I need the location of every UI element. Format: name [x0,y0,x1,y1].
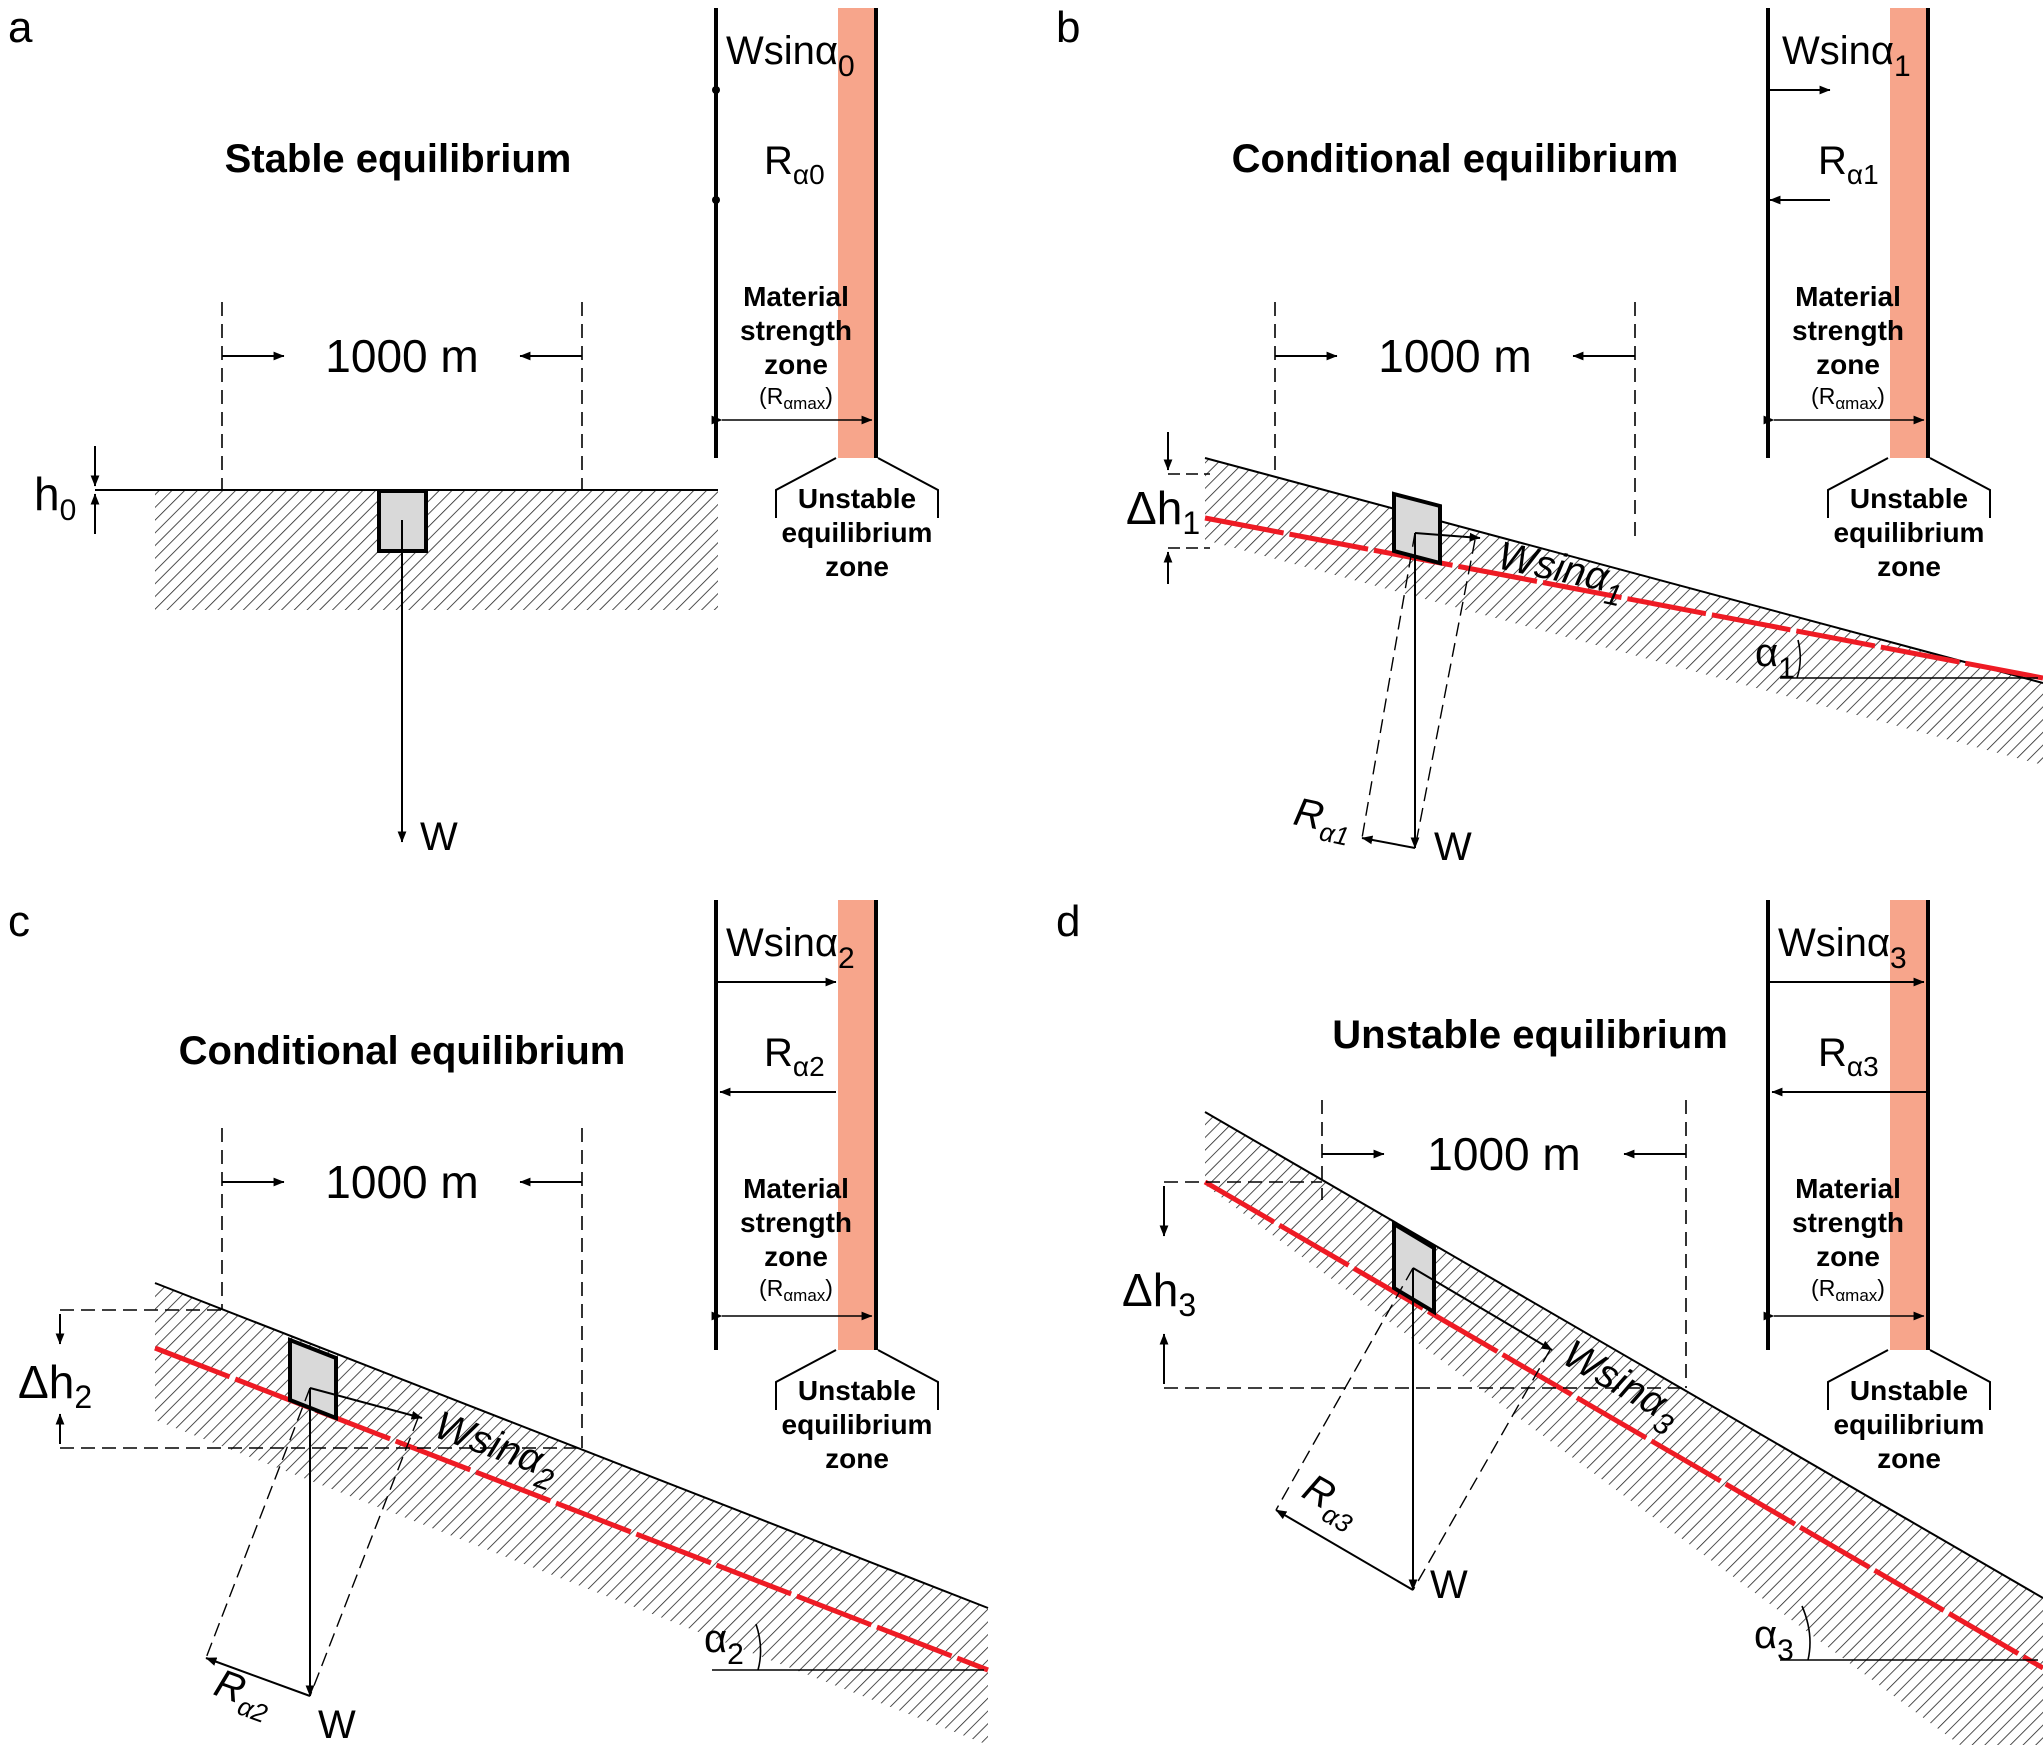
panel-a-strength-max: (Rαmax) [759,383,833,413]
panel-b-weight: W [1434,825,1472,869]
panel-d-unstable-zone-bar [1890,900,1928,1350]
panel-d-resistance-arrow [1275,1509,1414,1591]
panel-b: b Conditional equilibrium α1 Δh1 1000 m [1056,3,2043,869]
panel-a: a Stable equilibrium h0 1000 m W Wsinα0 [8,3,939,859]
panel-d-strength-zone-3: zone [1816,1241,1880,1272]
panel-a-unstable-zone-bar [838,8,876,458]
panel-a-distance: 1000 m [325,330,478,382]
panel-b-resistance-arrow [1361,835,1416,849]
panel-d-slip-surface [1203,1179,2043,1671]
panel-b-strength-zone-1: Material [1795,281,1901,312]
panel-a-ground [155,490,718,610]
panel-d-strength-max: (Rαmax) [1811,1275,1885,1305]
panel-b-distance: 1000 m [1378,330,1531,382]
panel-b-title: Conditional equilibrium [1232,137,1679,181]
panel-c-resistance-label: Rα2 [207,1661,280,1729]
panel-b-unstable-3: zone [1877,551,1941,582]
panel-d-unstable-bracket [1827,1349,1991,1410]
panel-d-ground-surface [1204,1111,2043,1599]
panel-b-force-parallelogram [1361,532,1476,849]
panel-c-strength-zone-2: strength [740,1207,852,1238]
panel-a-unstable-1: Unstable [798,483,916,514]
panel-c: c Conditional equilibrium α2 Δh2 1000 m [8,897,989,1745]
panel-b-driving-arrow [1414,532,1481,542]
panel-a-resistance: Rα0 [764,139,825,190]
panel-d-resistance: Rα3 [1818,1031,1879,1082]
panel-d-strength-zone-2: strength [1792,1207,1904,1238]
panel-c-block [288,1337,338,1421]
panel-d-title: Unstable equilibrium [1332,1013,1728,1057]
panel-c-strength-zone-1: Material [743,1173,849,1204]
panel-b-strength-max: (Rαmax) [1811,383,1885,413]
panel-d: d Unstable equilibrium α3 Δh3 1000 m Wsi [1056,897,2043,1745]
panel-b-unstable-2: equilibrium [1834,517,1985,548]
panel-a-weight: W [420,815,458,859]
panel-a-strength-zone-2: strength [740,315,852,346]
panel-c-unstable-1: Unstable [798,1375,916,1406]
panel-c-weight: W [318,1703,356,1745]
panel-c-strength-max: (Rαmax) [759,1275,833,1305]
panel-c-resistance: Rα2 [764,1031,825,1082]
panel-b-letter: b [1056,3,1080,52]
panel-c-resistance-arrow [205,1657,311,1697]
panel-b-height-label: Δh1 [1126,482,1200,541]
panel-c-title: Conditional equilibrium [179,1029,626,1073]
panel-d-letter: d [1056,897,1080,946]
panel-a-driving-force: Wsinα0 [726,29,855,83]
panel-c-unstable-zone-bar [838,900,876,1350]
panel-c-height-label: Δh2 [18,1356,92,1415]
panel-c-distance: 1000 m [325,1156,478,1208]
panel-d-force-parallelogram [1275,1267,1551,1591]
panel-d-unstable-3: zone [1877,1443,1941,1474]
panel-c-angle: α2 [704,1617,744,1671]
panel-b-angle-arc [1796,639,1802,679]
panel-d-height-label: Δh3 [1122,1264,1196,1323]
panel-b-unstable-bracket [1827,457,1991,518]
panel-d-distance: 1000 m [1427,1128,1580,1180]
panel-d-unstable-2: equilibrium [1834,1409,1985,1440]
panel-d-angle-arc [1801,1605,1811,1661]
panel-d-resistance-label: Rα3 [1292,1466,1368,1540]
panel-a-unstable-3: zone [825,551,889,582]
panel-a-title: Stable equilibrium [225,137,572,181]
panel-a-strength-zone-1: Material [743,281,849,312]
panel-b-unstable-zone-bar [1890,8,1928,458]
panel-b-slip-surface [1204,515,2043,681]
panel-b-unstable-1: Unstable [1850,483,1968,514]
panel-c-ground [155,1283,988,1745]
panel-b-ground-surface [1204,457,2043,684]
panel-c-ground-surface [154,1282,989,1609]
panel-c-angle-arc [755,1623,762,1671]
panel-c-driving-arrow [309,1387,423,1420]
panel-d-strength-zone-1: Material [1795,1173,1901,1204]
panel-d-driving-arrow [1412,1267,1553,1351]
panel-d-weight: W [1430,1563,1468,1607]
panel-a-force-dot-1 [712,86,720,94]
panel-c-unstable-bracket [775,1349,939,1410]
panel-a-letter: a [8,3,33,52]
panel-b-strength-zone-2: strength [1792,315,1904,346]
panel-a-unstable-bracket [775,457,939,518]
panel-c-unstable-2: equilibrium [782,1409,933,1440]
panel-c-driving-force: Wsinα2 [726,921,855,975]
panel-d-angle: α3 [1754,1613,1794,1667]
panel-c-force-parallelogram [205,1387,419,1697]
panel-b-driving-force: Wsinα1 [1782,29,1911,83]
panel-c-strength-zone-3: zone [764,1241,828,1272]
panel-b-resistance-label: Rα1 [1289,790,1357,852]
panel-a-unstable-2: equilibrium [782,517,933,548]
panel-b-angle: α1 [1755,631,1795,685]
panel-c-letter: c [8,897,30,946]
panel-c-unstable-3: zone [825,1443,889,1474]
panel-a-strength-zone-3: zone [764,349,828,380]
panel-a-height-label: h0 [34,468,76,527]
panel-d-driving-force: Wsinα3 [1778,921,1907,975]
panel-a-force-dot-2 [712,196,720,204]
panel-b-strength-zone-3: zone [1816,349,1880,380]
panel-b-block [1392,491,1442,566]
panel-b-resistance: Rα1 [1818,139,1879,190]
panel-d-unstable-1: Unstable [1850,1375,1968,1406]
